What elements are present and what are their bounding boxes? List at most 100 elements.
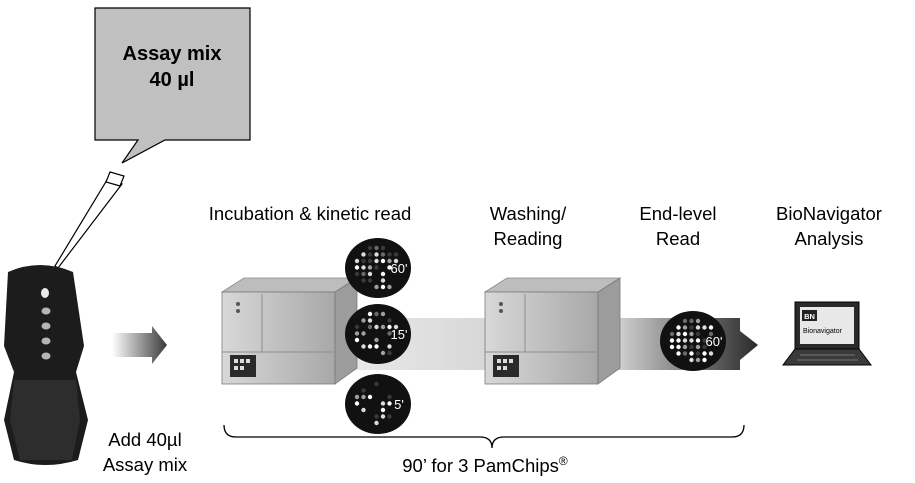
array-spot [380, 324, 386, 330]
array-spot [676, 325, 681, 330]
array-spots [354, 381, 392, 426]
flow-arrow-left [112, 326, 167, 364]
array-spot [354, 258, 360, 264]
array-spot [361, 278, 366, 283]
pipette-icon [54, 171, 125, 269]
laptop-icon: BN Bionavigator [782, 301, 872, 366]
array-image-60: 60' [345, 238, 411, 298]
array-spot [367, 278, 373, 283]
callout-line-2: 40 µl [150, 69, 195, 91]
array-spot [702, 351, 707, 356]
duration-label: 90’ for 3 PamChips® [402, 454, 568, 476]
step-endlevel-label-1: End-level [639, 203, 716, 224]
array-spot [393, 324, 399, 330]
step-incubation-label: Incubation & kinetic read [209, 203, 412, 224]
array-spot [387, 284, 392, 290]
array-spot [689, 344, 694, 350]
array-image-5: 5' [345, 374, 411, 434]
array-spot [682, 338, 688, 343]
array-spot [374, 311, 379, 317]
array-spot [367, 258, 373, 264]
assay-mix-callout: Assay mix 40 µl [94, 7, 251, 164]
array-spot [676, 331, 681, 337]
step-bionav-label-2: Analysis [795, 228, 864, 249]
array-image-end-60: 60' [660, 311, 726, 371]
array-spot [669, 331, 675, 337]
array-spot [374, 344, 379, 349]
array-spot [374, 258, 379, 264]
array-spot [708, 331, 714, 337]
array-spot [354, 394, 360, 400]
array-spot [682, 325, 688, 330]
array-spot [367, 271, 373, 277]
array-spot [367, 252, 373, 257]
array-spot [387, 252, 392, 257]
array-spot [689, 325, 694, 330]
timepoint-60-label: 60' [391, 261, 408, 276]
step-endlevel-label-2: Read [656, 228, 700, 249]
array-spot [682, 318, 688, 324]
array-spot [374, 420, 379, 426]
array-spot [689, 338, 694, 343]
array-spot [367, 311, 373, 317]
array-spot [354, 401, 360, 406]
array-spot [361, 258, 366, 264]
array-spot [708, 325, 714, 330]
array-spot [669, 344, 675, 350]
array-spot [695, 357, 701, 363]
array-spots [669, 318, 714, 363]
step-bionav-label-1: BioNavigator [776, 203, 882, 224]
array-spot [361, 388, 366, 393]
array-spot [380, 407, 386, 413]
duration-text: 90’ for 3 PamChips [402, 455, 559, 476]
array-spot [354, 337, 360, 343]
array-spot [374, 245, 379, 251]
step-washing-label-1: Washing/ [490, 203, 567, 224]
array-spot [367, 344, 373, 349]
array-spot [387, 350, 392, 356]
step-washing-label-2: Reading [494, 228, 563, 249]
array-spot [708, 351, 714, 356]
array-spot [689, 331, 694, 337]
array-spot [380, 252, 386, 257]
washing-instrument-icon [483, 277, 622, 385]
array-spot [393, 252, 399, 257]
array-spot [689, 351, 694, 356]
array-spot [702, 325, 707, 330]
array-spot [354, 324, 360, 330]
array-spot [367, 245, 373, 251]
array-spots [354, 311, 399, 356]
array-spot [669, 338, 675, 343]
array-spot [702, 344, 707, 350]
array-spot [380, 258, 386, 264]
array-spot [387, 318, 392, 323]
array-spot [361, 252, 366, 257]
array-spot [374, 252, 379, 257]
array-spot [361, 271, 366, 277]
array-spot [361, 394, 366, 400]
array-spot [387, 265, 392, 270]
duration-bracket [223, 424, 745, 449]
array-spots [354, 245, 399, 290]
array-spot [361, 265, 366, 270]
array-spot [374, 265, 379, 270]
callout-line-1: Assay mix [123, 43, 222, 65]
registered-mark: ® [559, 454, 568, 468]
array-spot [682, 344, 688, 350]
array-spot [695, 331, 701, 337]
incubation-instrument-icon [220, 277, 359, 385]
array-image-15: 15' [345, 304, 411, 364]
array-spot [380, 311, 386, 317]
array-spot [387, 331, 392, 336]
array-spot [676, 344, 681, 350]
array-spot [374, 337, 379, 343]
array-spot [380, 414, 386, 419]
array-spot [702, 338, 707, 343]
array-spot [695, 325, 701, 330]
array-spot [367, 265, 373, 270]
array-spot [695, 338, 701, 343]
array-spot [676, 351, 681, 356]
array-spot [354, 265, 360, 270]
array-spot [695, 344, 701, 350]
